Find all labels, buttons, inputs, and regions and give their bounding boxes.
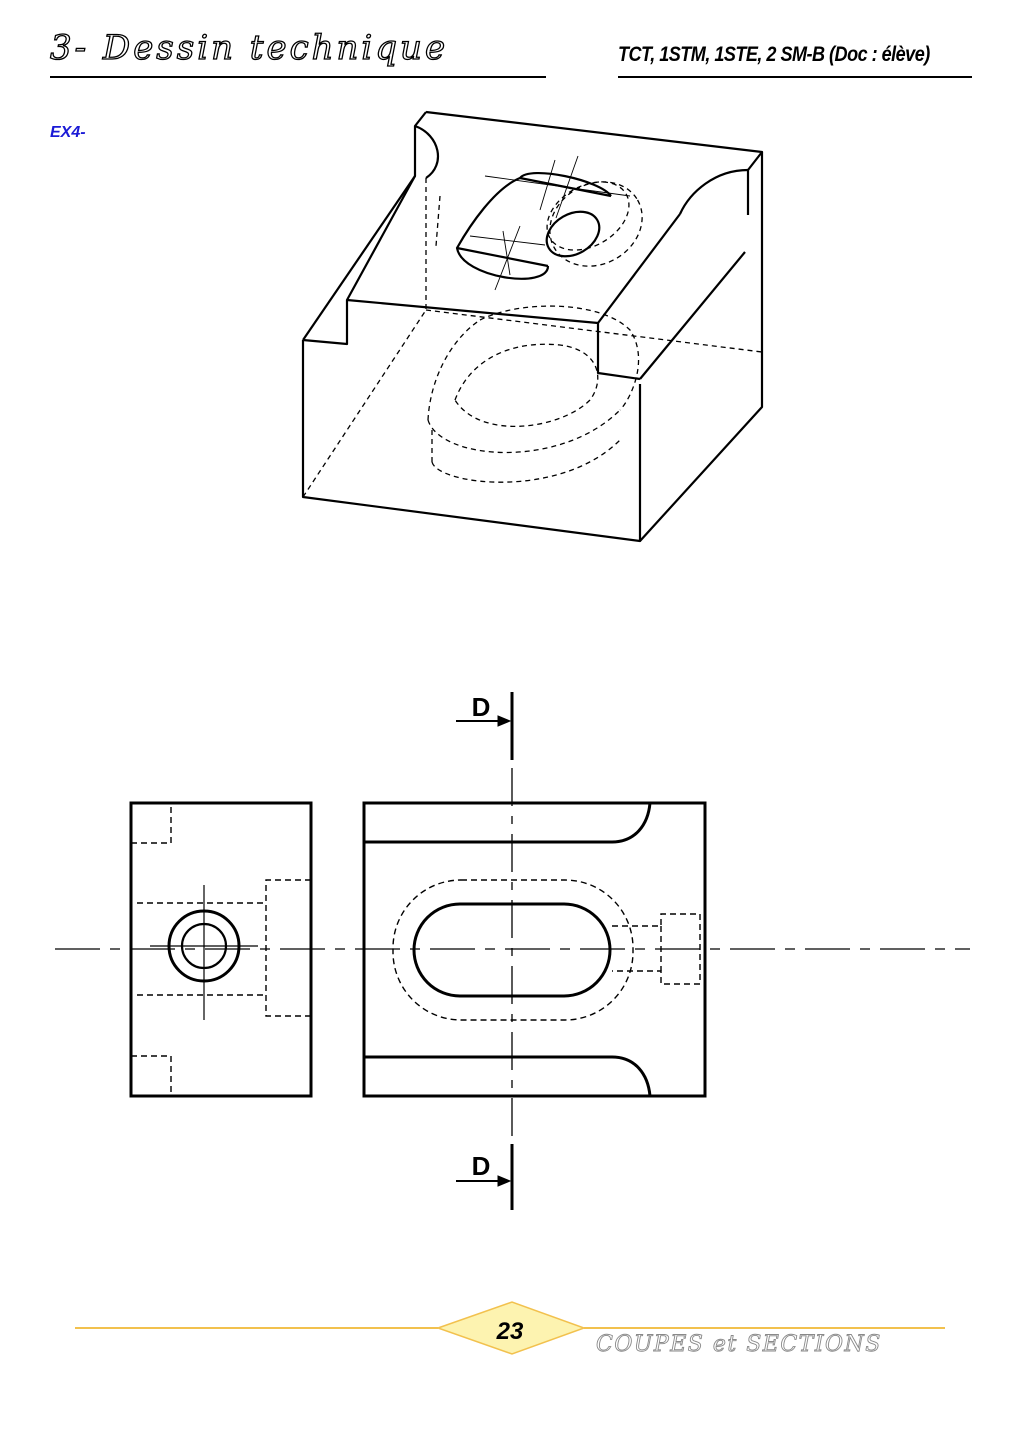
front-view-outline bbox=[362, 801, 707, 1098]
section-arrow-top bbox=[456, 715, 512, 727]
isometric-hidden-edges bbox=[302, 178, 763, 498]
section-arrow-bottom bbox=[456, 1175, 512, 1187]
title-underline bbox=[50, 76, 546, 78]
page-number: 23 bbox=[496, 1318, 524, 1345]
left-view-outline bbox=[129, 801, 313, 1098]
bottom-groove-edge bbox=[364, 1055, 652, 1097]
footer-graphics bbox=[75, 1301, 945, 1355]
left-view-hidden-lines bbox=[131, 803, 311, 1096]
class-levels: TCT, 1STM, 1STE, 2 SM-B (Doc : élève) bbox=[618, 43, 972, 78]
exercise-label: EX4- bbox=[50, 124, 86, 141]
section-marker: D D bbox=[456, 692, 514, 1210]
top-groove-edge bbox=[364, 802, 652, 844]
slot-outline bbox=[412, 902, 612, 998]
class-levels-text: TCT, 1STM, 1STE, 2 SM-B (Doc : élève) bbox=[618, 43, 930, 66]
isometric-center-lines bbox=[469, 155, 631, 291]
front-view-hidden-lines bbox=[392, 879, 701, 1021]
front-view bbox=[362, 801, 707, 1098]
class-levels-underline bbox=[618, 76, 972, 78]
document-title: 3- Dessin technique bbox=[49, 27, 546, 80]
isometric-visible-edges bbox=[301, 110, 764, 543]
page-number-diamond bbox=[435, 1301, 587, 1355]
section-letter-top: D bbox=[472, 692, 491, 722]
section-letter-bottom: D bbox=[472, 1151, 491, 1181]
counterbore-hidden bbox=[392, 879, 634, 1021]
isometric-view bbox=[301, 110, 764, 543]
document-title-text: 3- Dessin technique bbox=[49, 27, 449, 68]
chapter-title: COUPES et SECTIONS bbox=[596, 1332, 882, 1358]
left-view bbox=[129, 801, 313, 1098]
